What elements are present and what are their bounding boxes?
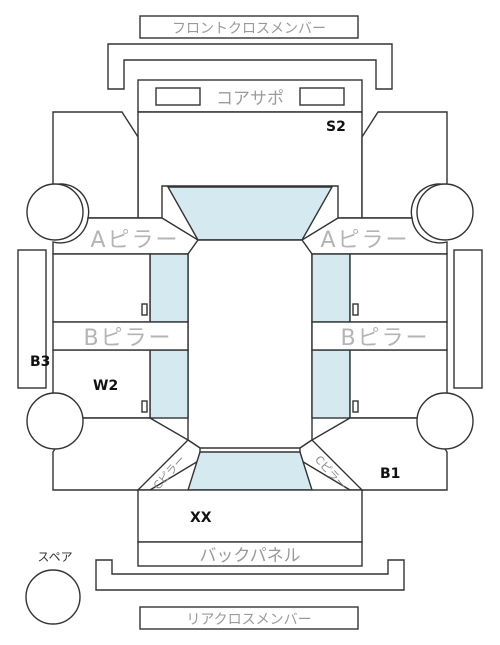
- c-pillar-left[interactable]: [136, 439, 201, 491]
- rear-bumper[interactable]: [95, 559, 405, 591]
- front-cross-member-label: フロントクロスメンバー: [172, 21, 326, 37]
- rear-cross-member-box[interactable]: [139, 606, 359, 630]
- front-side-window-left[interactable]: [149, 253, 189, 323]
- trunk[interactable]: [137, 489, 363, 543]
- door-handle-front-left[interactable]: [141, 303, 148, 316]
- door-handle-rear-left[interactable]: [141, 400, 148, 413]
- code-xx: XX: [190, 510, 212, 526]
- door-handle-front-right[interactable]: [352, 303, 359, 316]
- spare-tire[interactable]: [25, 569, 81, 625]
- door-handle-rear-right[interactable]: [352, 400, 359, 413]
- roof[interactable]: [187, 239, 313, 449]
- front-bumper[interactable]: [107, 43, 393, 90]
- spare-label: スペア: [37, 550, 72, 564]
- rear-side-window-left[interactable]: [149, 349, 189, 419]
- rear-side-window-right[interactable]: [311, 349, 351, 419]
- b-pillar-right[interactable]: [311, 321, 448, 351]
- code-s2: S2: [326, 119, 346, 135]
- rear-cross-member-label: リアクロスメンバー: [186, 612, 311, 628]
- windshield[interactable]: [166, 186, 334, 241]
- code-w2: W2: [93, 378, 118, 394]
- front-side-window-right[interactable]: [311, 253, 351, 323]
- rear-wheel-left[interactable]: [26, 392, 84, 450]
- code-b3: B3: [30, 354, 50, 370]
- front-door-left[interactable]: [52, 253, 151, 323]
- front-door-right[interactable]: [349, 253, 448, 323]
- side-sill-left[interactable]: [17, 249, 47, 389]
- a-pillar-left-label: Aピラー: [90, 228, 179, 253]
- back-panel-label: バックパネル: [199, 546, 300, 566]
- b-pillar-right-label: Bピラー: [340, 326, 429, 351]
- code-b1: B1: [380, 466, 400, 482]
- rear-window[interactable]: [187, 451, 313, 491]
- back-panel[interactable]: [137, 541, 363, 567]
- b-pillar-left-label: Bピラー: [83, 326, 172, 351]
- a-pillar-right-label: Aピラー: [320, 228, 409, 253]
- front-wheel-right[interactable]: [416, 183, 474, 241]
- headlight-left[interactable]: [155, 87, 201, 106]
- c-pillar-right[interactable]: [299, 439, 364, 491]
- b-pillar-left[interactable]: [52, 321, 189, 351]
- headlight-right[interactable]: [299, 87, 345, 106]
- side-sill-right[interactable]: [453, 249, 483, 389]
- rear-wheel-right[interactable]: [416, 392, 474, 450]
- front-wheel-left[interactable]: [26, 183, 84, 241]
- core-support-label: コアサポ: [216, 89, 284, 109]
- front-cross-member-box[interactable]: [139, 15, 359, 39]
